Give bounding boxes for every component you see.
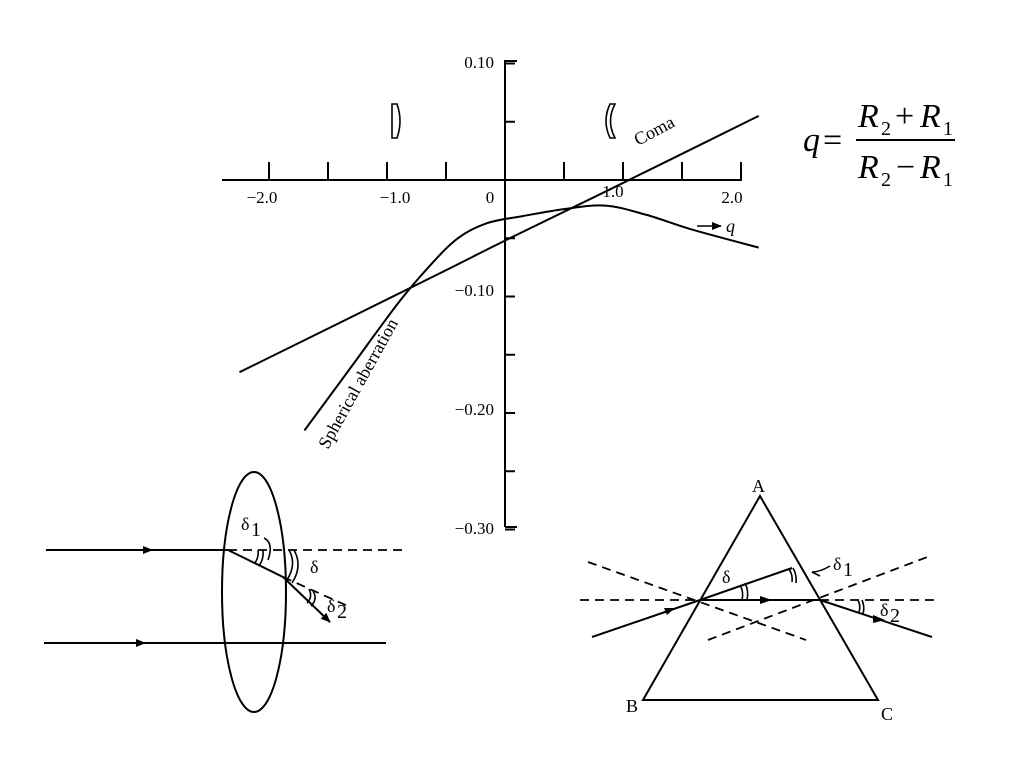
delta1-sub: 1 <box>251 519 261 541</box>
x-tick-label: −2.0 <box>247 188 278 207</box>
reference-dashed-line <box>282 576 351 608</box>
delta1-pointer <box>811 565 831 577</box>
vertex-c-label: C <box>881 704 893 724</box>
meniscus-lens-icon <box>605 103 617 139</box>
normal-dashed-line <box>587 561 807 641</box>
delta2-label: δ <box>327 596 335 616</box>
formula-equals: = <box>823 122 842 159</box>
delta2-label: δ <box>880 600 888 620</box>
angle-arc-delta2 <box>306 588 312 604</box>
formula-den-r: R <box>857 149 879 186</box>
formula-den-op: − <box>896 149 915 186</box>
y-tick-label: 0.10 <box>464 53 494 72</box>
ray-arrow-icon <box>143 546 153 554</box>
delta1-sub: 1 <box>843 559 853 581</box>
formula-num-op: + <box>895 98 914 135</box>
ray-arrow-icon <box>873 615 885 623</box>
formula-den-r: R <box>919 149 941 186</box>
prism-diagram: A B C δ δ 1 δ 2 <box>580 476 938 724</box>
angle-arc-delta2 <box>857 599 861 613</box>
delta1-label: δ <box>241 514 249 534</box>
formula-num-sub: 1 <box>943 118 953 140</box>
x-tick-label: 0 <box>486 188 495 207</box>
delta-label: δ <box>310 557 318 577</box>
formula-num-r: R <box>919 98 941 135</box>
lens-ellipse <box>221 471 287 713</box>
angle-arc-delta1 <box>258 549 264 567</box>
aberration-chart: −2.0 −1.0 0 1.0 2.0 0.10 −0.10 −0.20 −0.… <box>222 53 760 538</box>
x-axis-label: q <box>726 216 735 236</box>
formula-den-sub: 1 <box>943 169 953 191</box>
angle-arc-delta <box>286 549 294 581</box>
ray-arrow-icon <box>136 639 146 647</box>
lens-diagram: δ 1 δ δ 2 <box>44 471 402 713</box>
x-tick-marks <box>268 162 742 180</box>
angle-arc-delta <box>291 549 299 584</box>
prism-triangle <box>641 493 880 701</box>
formula-lhs: q <box>803 122 820 159</box>
refracted-ray-outside <box>282 576 331 623</box>
ray-arrow-icon <box>664 608 675 615</box>
y-tick-marks <box>505 62 515 531</box>
y-tick-label: −0.10 <box>455 281 494 300</box>
normal-dashed-line <box>707 555 931 641</box>
plano-convex-lens-icon <box>391 103 401 139</box>
delta2-sub: 2 <box>337 601 347 623</box>
formula-den-sub: 2 <box>881 169 891 191</box>
delta2-sub: 2 <box>890 605 900 627</box>
angle-arc-delta <box>744 582 749 601</box>
formula-num-r: R <box>857 98 879 135</box>
x-tick-label: −1.0 <box>380 188 411 207</box>
delta-label: δ <box>722 567 730 587</box>
angle-arc-delta2 <box>310 590 316 607</box>
angle-arc-delta <box>739 584 744 601</box>
ray-arrow-icon <box>760 596 772 604</box>
angle-arc-delta2 <box>861 599 865 615</box>
spherical-aberration-label: Spherical aberration <box>314 315 402 452</box>
angle-arc-delta1 <box>792 567 797 584</box>
delta1-label: δ <box>833 554 841 574</box>
y-tick-label: −0.20 <box>455 400 494 419</box>
vertex-a-label: A <box>752 476 765 496</box>
angle-arc-delta1 <box>788 568 793 583</box>
vertex-b-label: B <box>626 696 638 716</box>
formula-num-sub: 2 <box>881 118 891 140</box>
coma-label: Coma <box>630 112 677 150</box>
spherical-aberration-curve <box>303 204 759 432</box>
refracted-ray-inside <box>227 549 284 578</box>
delta1-pointer <box>263 537 272 561</box>
x-tick-label: 2.0 <box>721 188 742 207</box>
y-tick-label: −0.30 <box>455 519 494 538</box>
coma-curve <box>239 115 760 374</box>
angle-arc-delta1 <box>254 549 259 564</box>
x-tick-label: 1.0 <box>602 182 623 201</box>
incident-ray <box>591 599 701 638</box>
q-formula: q = R 2 + R 1 R 2 − R 1 <box>803 98 955 191</box>
